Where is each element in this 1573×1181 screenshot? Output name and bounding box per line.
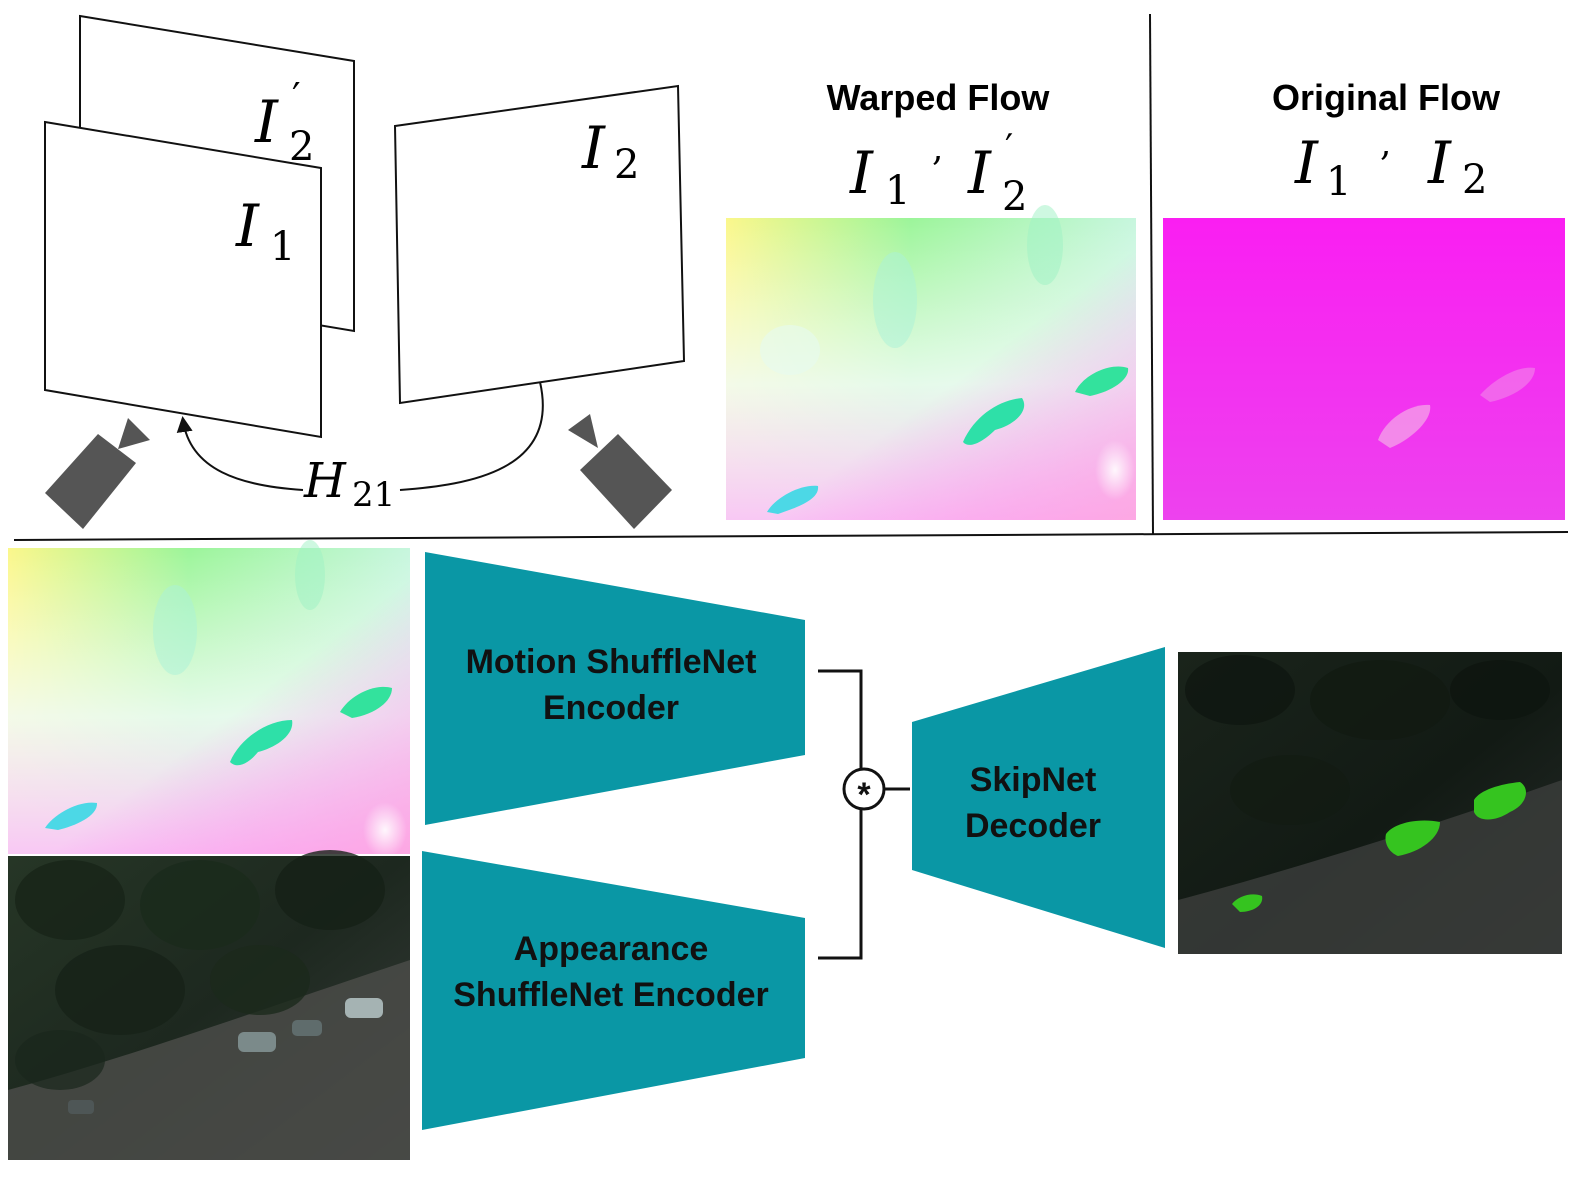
camera-left-icon [45, 418, 150, 529]
frame-i2-prime-mark: ′ [292, 75, 301, 119]
warped-flow-a: I [849, 139, 874, 207]
segmentation-output-image [1178, 652, 1562, 954]
warped-flow-b-sub: 2 [1002, 174, 1027, 220]
original-flow-image [1163, 218, 1565, 520]
warped-flow-image [726, 205, 1136, 520]
motion-encoder-block: Motion ShuffleNet Encoder [425, 552, 805, 825]
decoder-line2: Decoder [965, 807, 1101, 845]
warped-flow-sep: , [932, 128, 943, 169]
flow-input-image [8, 540, 410, 858]
original-flow-a-sub: 1 [1326, 159, 1351, 205]
appearance-encoder-block: Appearance ShuffleNet Encoder [422, 851, 805, 1130]
original-flow-sep: , [1380, 123, 1391, 164]
homography-label: H [303, 453, 347, 509]
frame-i2-sub: 2 [614, 142, 639, 188]
appearance-encoder-line1: Appearance [514, 930, 709, 968]
frame-i1 [44, 120, 322, 439]
original-flow-panel: Original Flow I 1 , I 2 [1163, 77, 1565, 520]
homography-arrow [183, 381, 544, 491]
decoder-block: SkipNet Decoder [912, 647, 1165, 948]
frames-illustration: I 2 ′ I 1 I 2 H 21 [44, 14, 686, 529]
frame-i2-label: I [581, 114, 606, 182]
warped-flow-panel: Warped Flow I 1 , I 2 ′ [726, 77, 1136, 520]
detected-object-mask [1385, 820, 1440, 856]
fusion-operator-symbol: * [857, 776, 871, 814]
original-flow-a: I [1294, 129, 1319, 197]
warped-flow-a-sub: 1 [885, 168, 910, 214]
frame-i1-sub: 1 [270, 224, 295, 270]
camera-right-icon [568, 414, 672, 529]
detected-object-mask [1474, 782, 1526, 820]
vertical-divider [1149, 13, 1154, 536]
original-flow-b: I [1427, 129, 1452, 197]
homography-sub: 21 [352, 475, 395, 515]
frame-i2-prime-label: I [254, 88, 279, 156]
warped-flow-b-prime: ′ [1005, 128, 1013, 169]
warped-flow-title: Warped Flow [827, 77, 1051, 118]
fusion-connector: * [818, 669, 910, 960]
horizontal-divider [13, 531, 1569, 541]
decoder-line1: SkipNet [970, 761, 1097, 799]
fusion-operator-icon [842, 767, 886, 811]
frame-i2-prime-sub: 2 [289, 124, 314, 170]
original-flow-b-sub: 2 [1462, 157, 1487, 203]
frame-i2 [393, 84, 686, 405]
appearance-encoder-line2: ShuffleNet Encoder [453, 976, 768, 1014]
motion-encoder-line1: Motion ShuffleNet [466, 643, 757, 681]
original-flow-title: Original Flow [1272, 77, 1501, 118]
frame-i1-label: I [235, 192, 260, 260]
warped-flow-b: I [967, 139, 992, 207]
detected-object-mask [1232, 894, 1263, 912]
motion-encoder-line2: Encoder [543, 689, 679, 727]
rgb-input-image [8, 850, 410, 1160]
